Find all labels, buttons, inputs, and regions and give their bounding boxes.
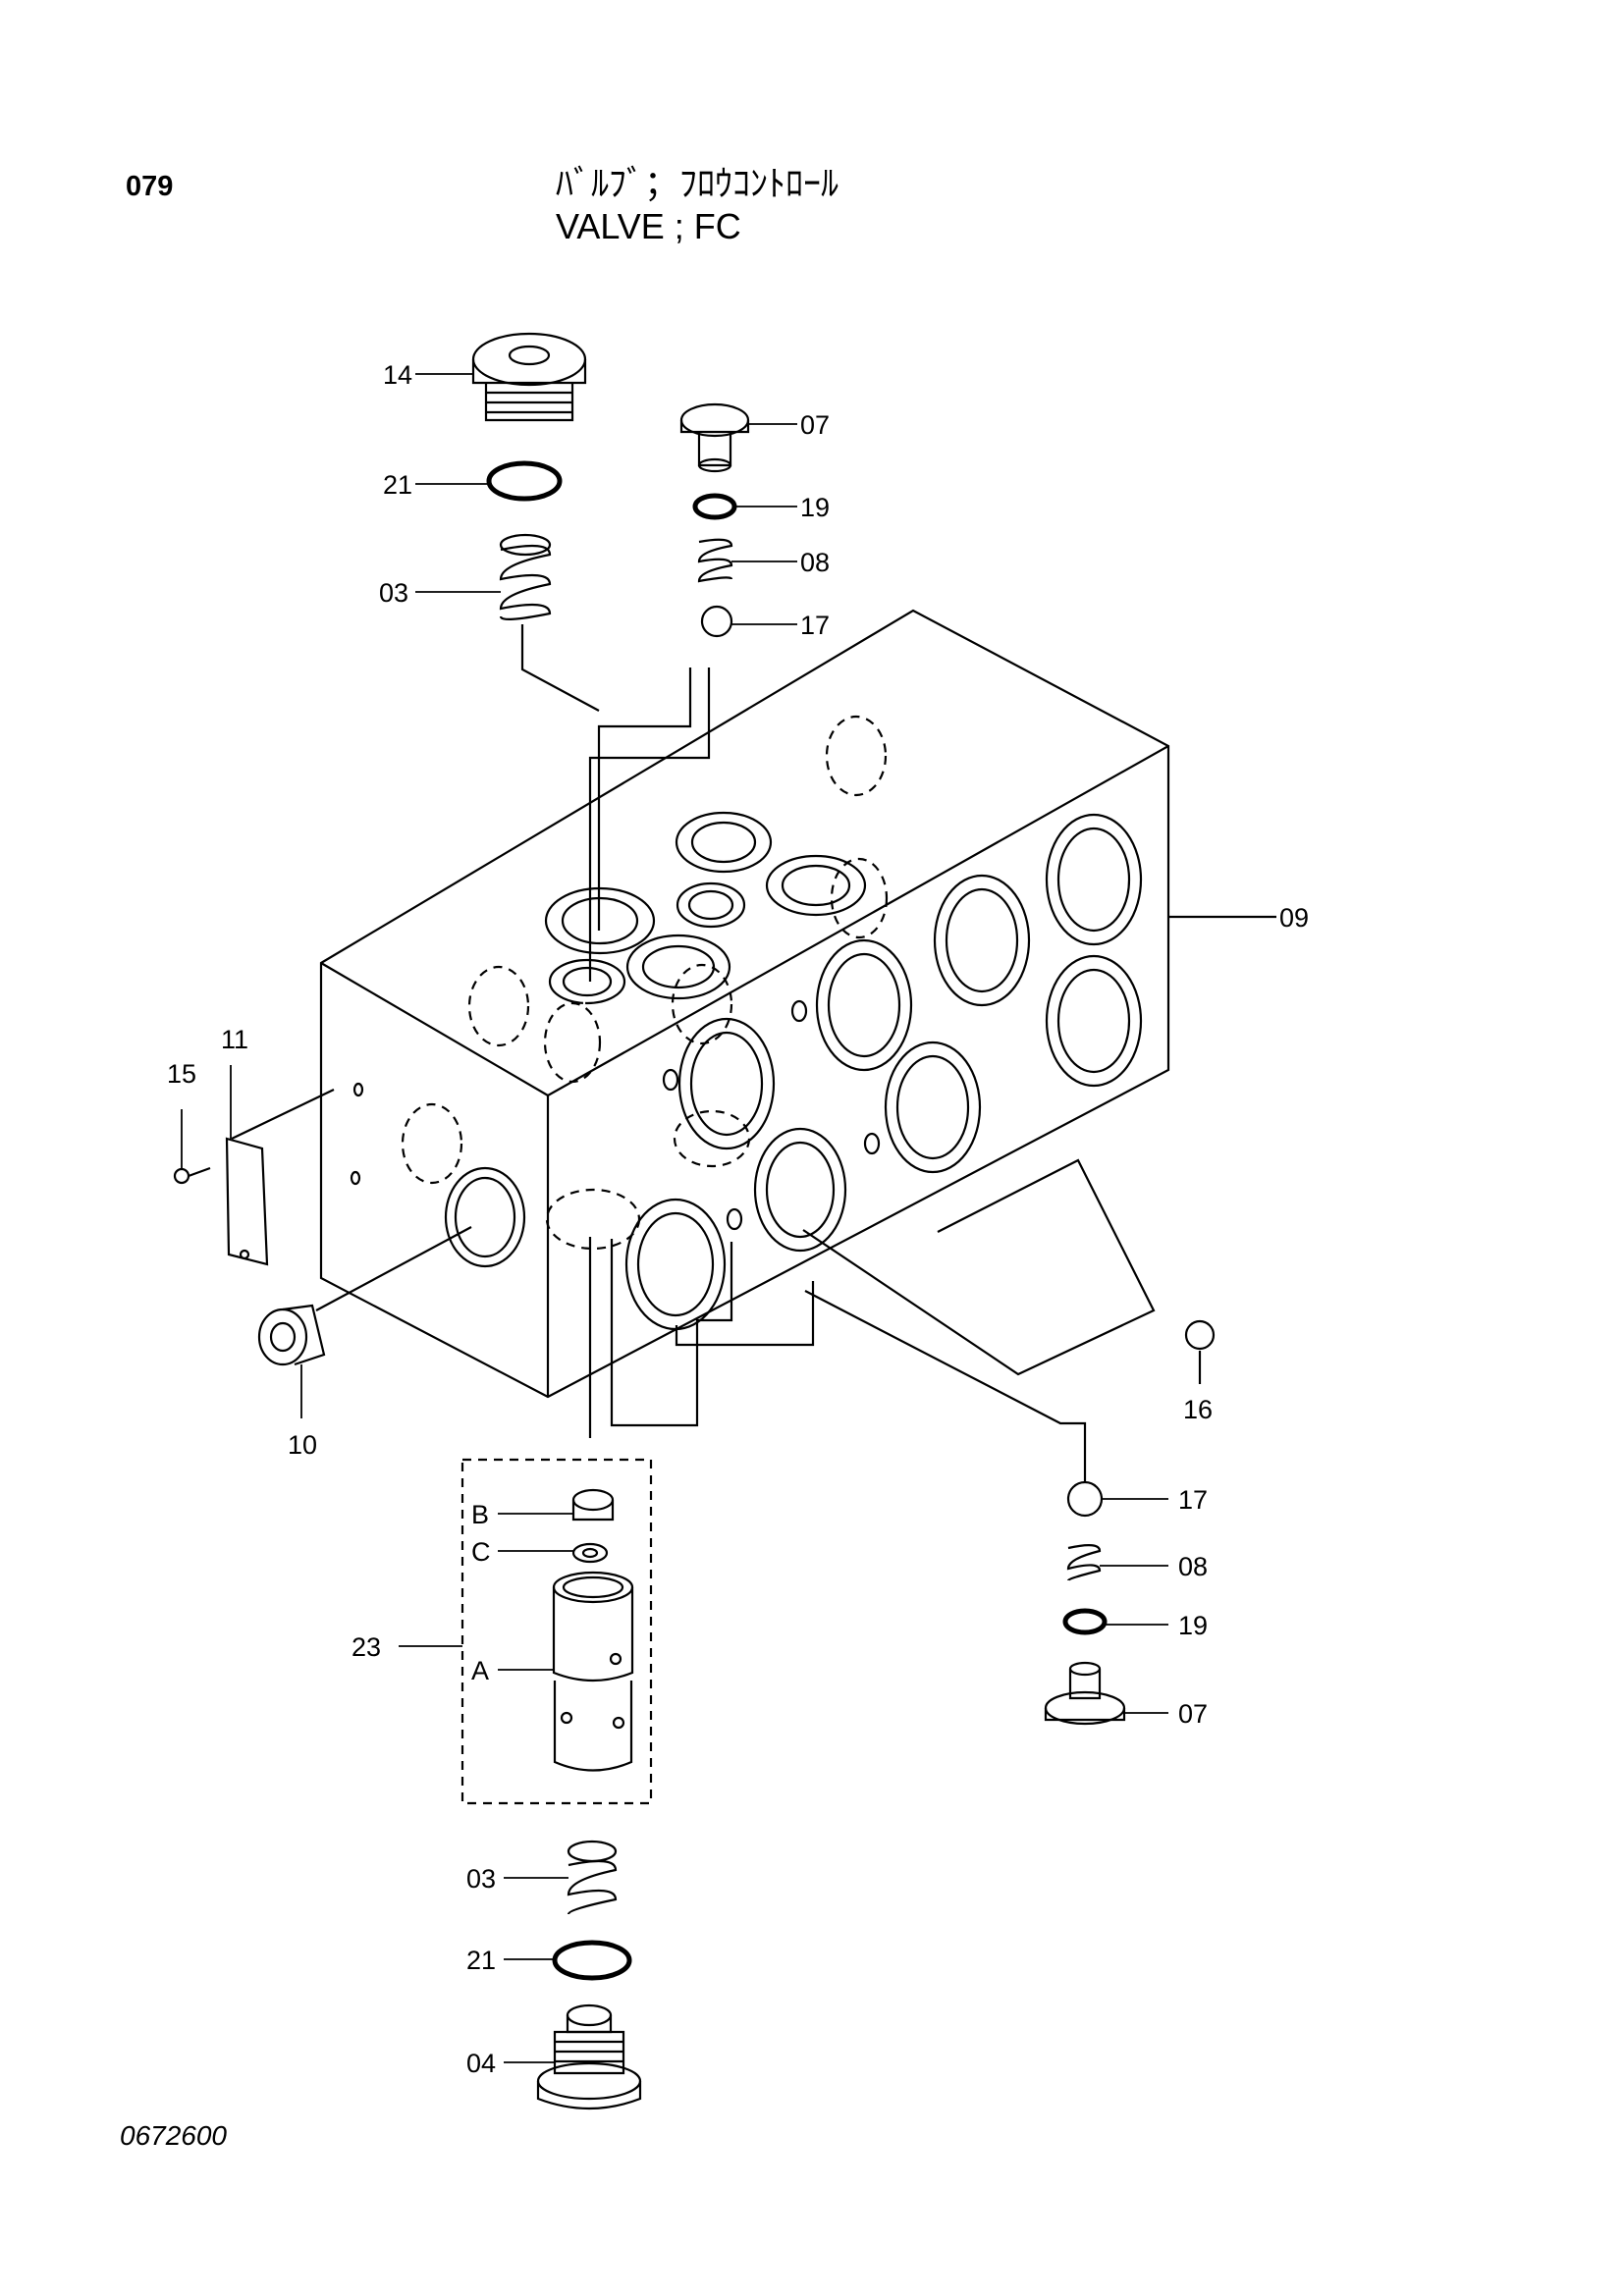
o-ring-21-lower — [552, 1940, 632, 1981]
o-ring-19-upper — [692, 493, 737, 520]
drawing-number: 0672600 — [120, 2120, 228, 2151]
plug-07-lower — [1044, 1661, 1126, 1726]
callout-04: 04 — [466, 2049, 496, 2078]
cover-11 — [225, 1089, 335, 1266]
plug-07-upper — [679, 402, 750, 473]
callout-B: B — [471, 1500, 489, 1529]
spring-08-upper — [697, 538, 733, 583]
callout-leaders — [181, 373, 1168, 2063]
callout-16: 16 — [1183, 1395, 1213, 1424]
callout-17-upper: 17 — [800, 611, 830, 640]
callout-07-upper: 07 — [800, 410, 830, 440]
callout-23: 23 — [352, 1632, 381, 1662]
callout-21-upper: 21 — [383, 470, 412, 500]
title-japanese: ﾊﾞﾙﾌﾞ；ﾌﾛｳｺﾝﾄﾛｰﾙ — [556, 164, 839, 204]
callout-21-lower: 21 — [466, 1946, 496, 1975]
callout-10: 10 — [288, 1430, 317, 1460]
callout-19-lower: 19 — [1178, 1611, 1208, 1640]
callout-08-upper: 08 — [800, 548, 830, 577]
spring-03-lower — [567, 1840, 618, 1915]
valve-body — [319, 609, 1276, 1438]
o-ring-21-upper — [486, 460, 563, 502]
callout-17-lower: 17 — [1178, 1485, 1208, 1515]
callout-08-lower: 08 — [1178, 1552, 1208, 1581]
assembly-23-box — [460, 1458, 653, 1805]
washer-C — [571, 1542, 609, 1564]
ball-16 — [1184, 1319, 1216, 1384]
plug-04 — [536, 2003, 642, 2110]
callout-09: 09 — [1279, 903, 1309, 933]
callout-labels: 14 21 03 07 19 08 17 09 11 15 10 16 17 0… — [167, 360, 1309, 2078]
seat-B — [571, 1488, 615, 1522]
callout-07-lower: 07 — [1178, 1699, 1208, 1729]
callout-19-upper: 19 — [800, 493, 830, 522]
callout-11: 11 — [221, 1025, 248, 1054]
ball-17-lower — [1066, 1480, 1104, 1518]
spring-03-upper — [499, 533, 552, 620]
callout-15: 15 — [167, 1059, 196, 1089]
screw-15 — [173, 1166, 211, 1185]
callout-A: A — [471, 1656, 489, 1685]
callout-C: C — [471, 1537, 491, 1567]
callout-03-lower: 03 — [466, 1864, 496, 1894]
title-english: VALVE ; FC — [556, 206, 741, 246]
callout-14: 14 — [383, 360, 412, 390]
ball-17-upper — [700, 605, 733, 638]
page-number: 079 — [126, 171, 174, 202]
spring-08-lower — [1066, 1544, 1102, 1582]
callout-03-upper: 03 — [379, 578, 408, 608]
plug-10 — [257, 1226, 472, 1366]
sleeve-A — [552, 1571, 634, 1772]
o-ring-19-lower — [1062, 1608, 1108, 1635]
plug-14 — [471, 332, 587, 422]
